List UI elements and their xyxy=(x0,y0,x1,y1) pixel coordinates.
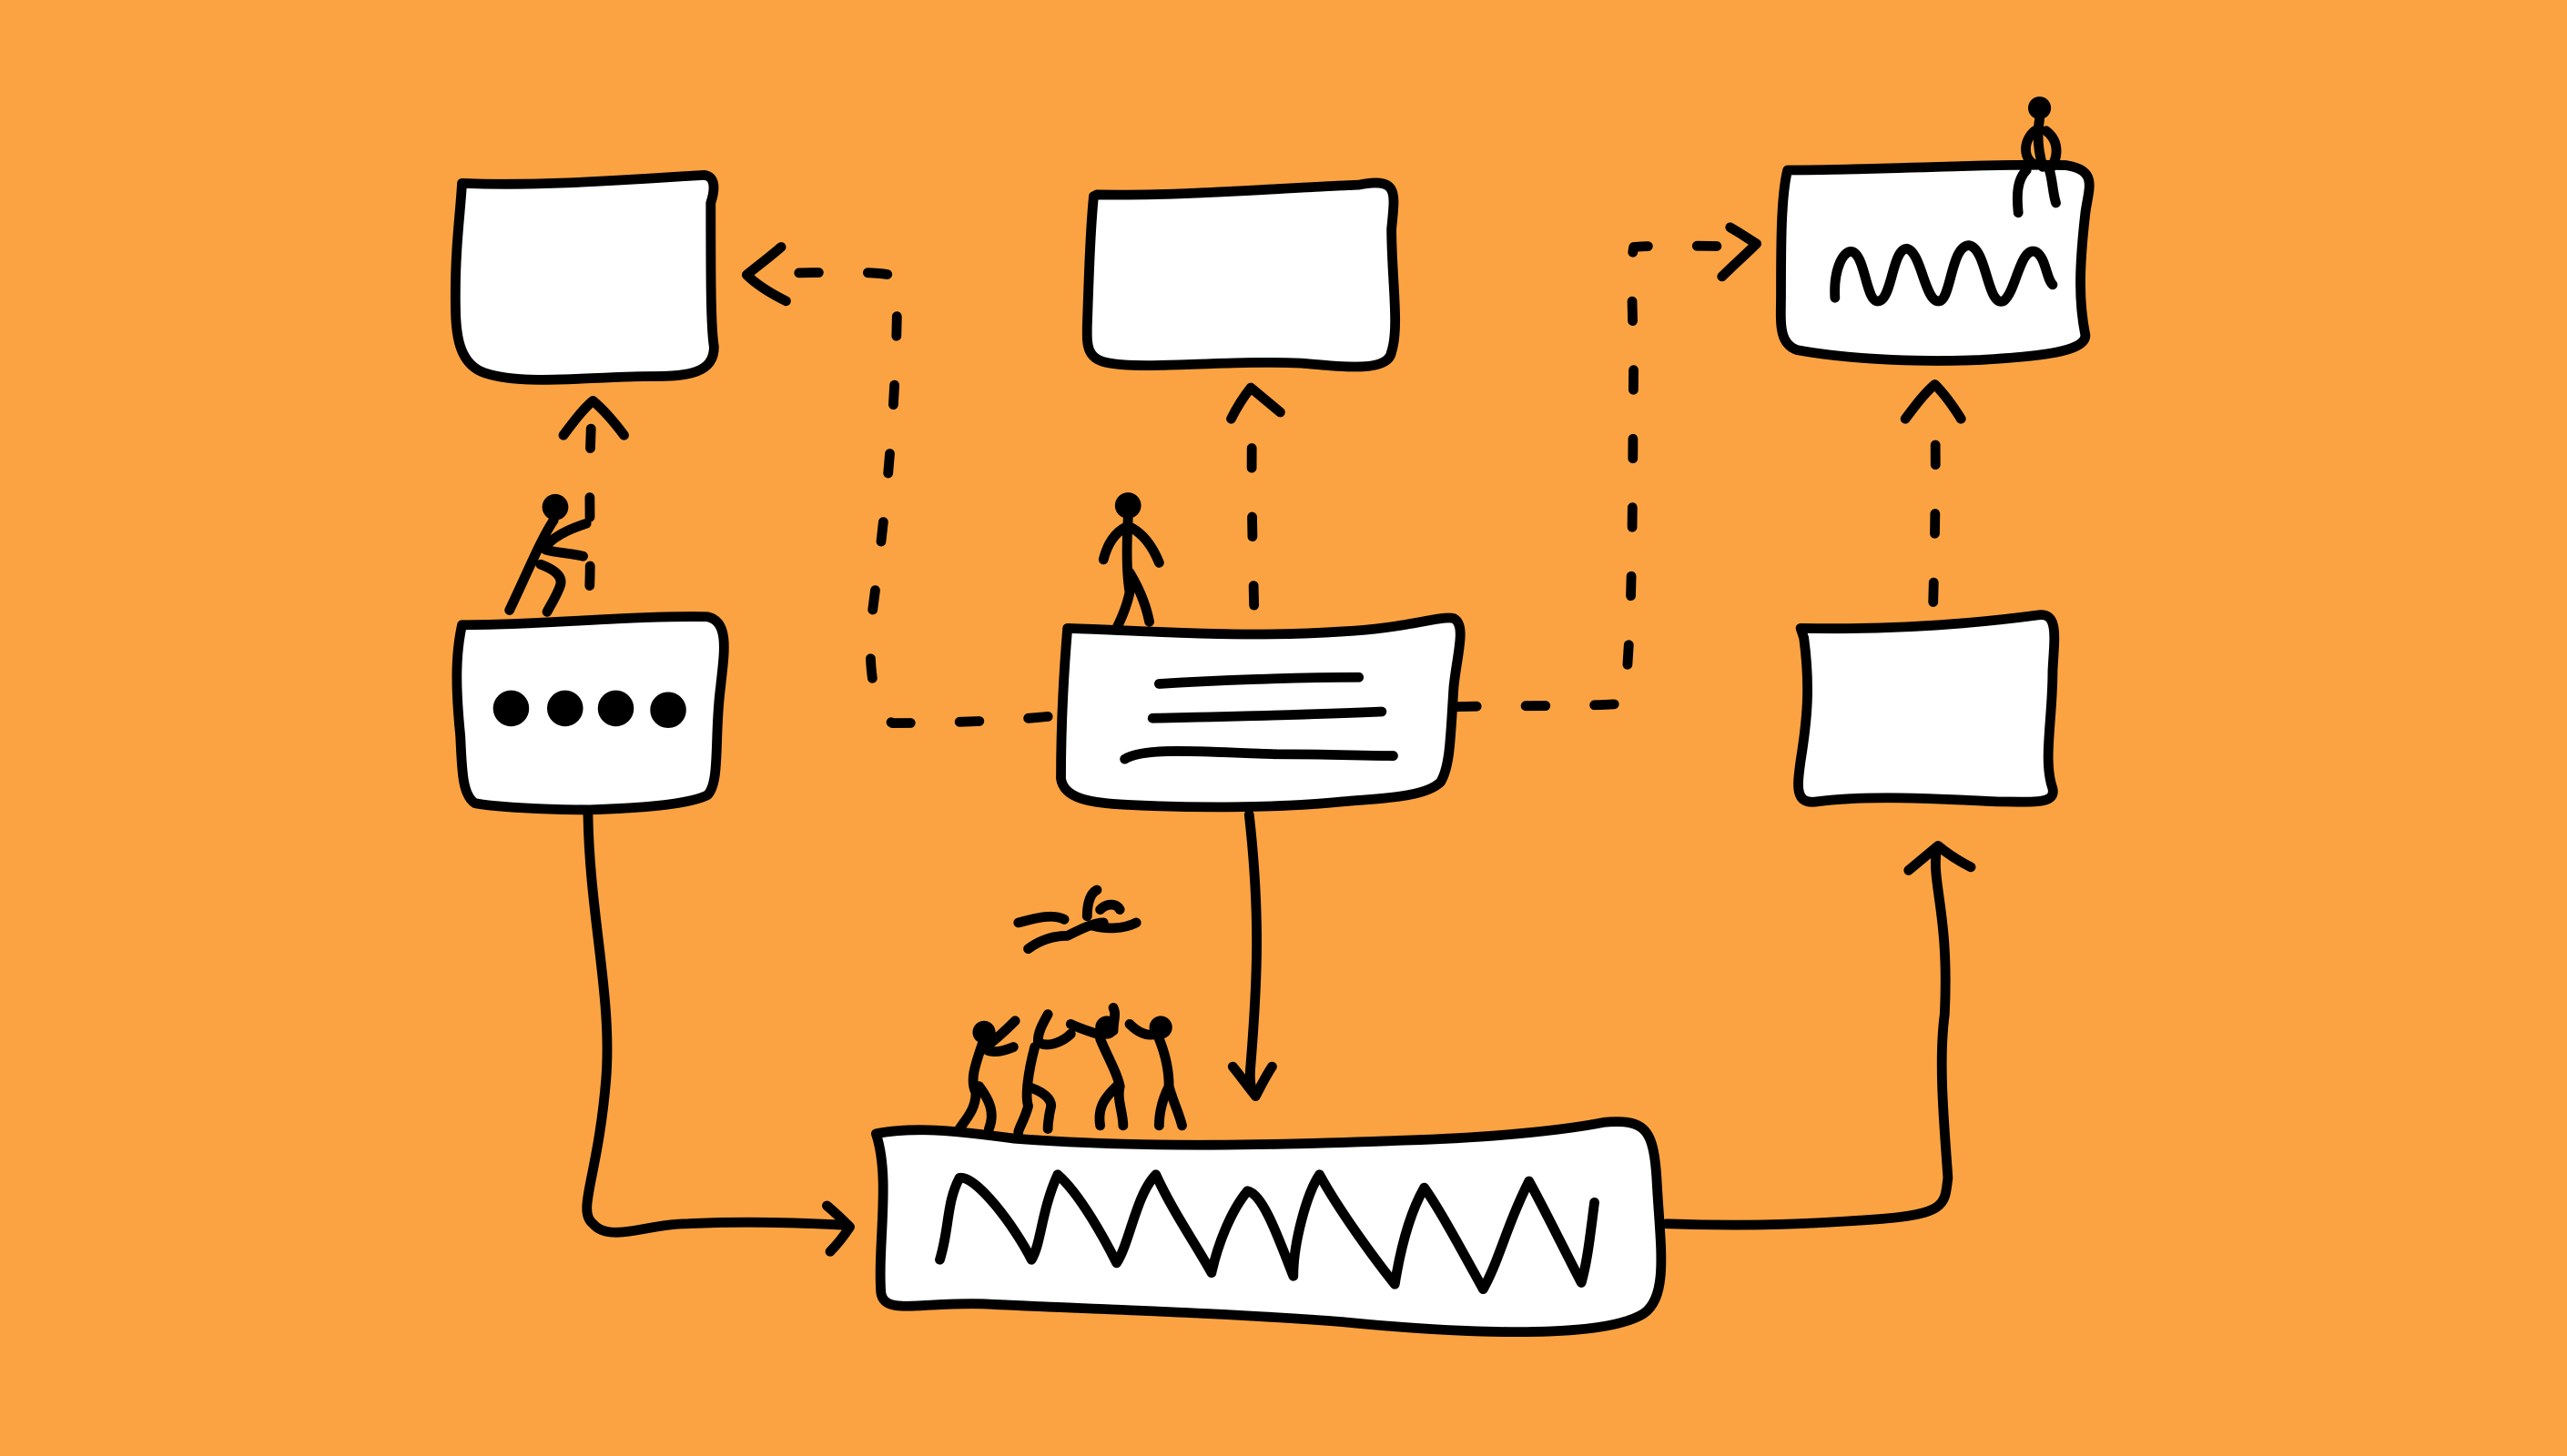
figure-sitting-icon xyxy=(2012,96,2062,218)
figure-group-icon xyxy=(954,885,1187,1138)
figure-climbing-icon xyxy=(504,493,592,617)
edge-middle-right-to-top-right xyxy=(1928,404,1941,607)
figures xyxy=(504,96,2062,1138)
edge-middle-left-to-top-left xyxy=(584,417,596,591)
wave-glyph-top-right xyxy=(1830,240,2058,307)
node-middle-right xyxy=(1793,610,2060,807)
node-middle-left xyxy=(452,612,729,815)
arrowhead-top-left xyxy=(558,396,629,440)
edge-middle-center-to-bottom xyxy=(1243,809,1262,1098)
arrowhead-bottom-left xyxy=(822,1200,855,1257)
figure-standing-icon xyxy=(1098,492,1164,633)
edge-bottom-to-middle-right xyxy=(1661,845,1953,1230)
edge-middle-center-to-top-middle xyxy=(1246,407,1260,611)
dots-glyph xyxy=(492,690,686,728)
node-contents xyxy=(492,240,2058,1295)
node-top-middle xyxy=(1081,177,1401,372)
arrowhead-top-left-side xyxy=(741,242,791,307)
nodes xyxy=(450,159,2095,1338)
arrowhead-middle-right xyxy=(1903,841,1976,875)
arrowhead-top-right-side xyxy=(1717,222,1761,282)
node-top-left xyxy=(450,169,719,385)
arrowhead-bottom-center xyxy=(1227,1061,1277,1101)
edge-middle-center-to-top-left xyxy=(781,267,1053,728)
arrowhead-top-right xyxy=(1900,379,1966,424)
edge-middle-left-to-bottom xyxy=(582,809,854,1238)
text-lines-glyph xyxy=(1120,672,1398,764)
wave-glyph-bottom xyxy=(935,1169,1599,1295)
arrowhead-top-middle xyxy=(1226,382,1285,424)
edge-middle-center-to-top-right xyxy=(1452,240,1750,713)
edges xyxy=(558,222,1976,1257)
